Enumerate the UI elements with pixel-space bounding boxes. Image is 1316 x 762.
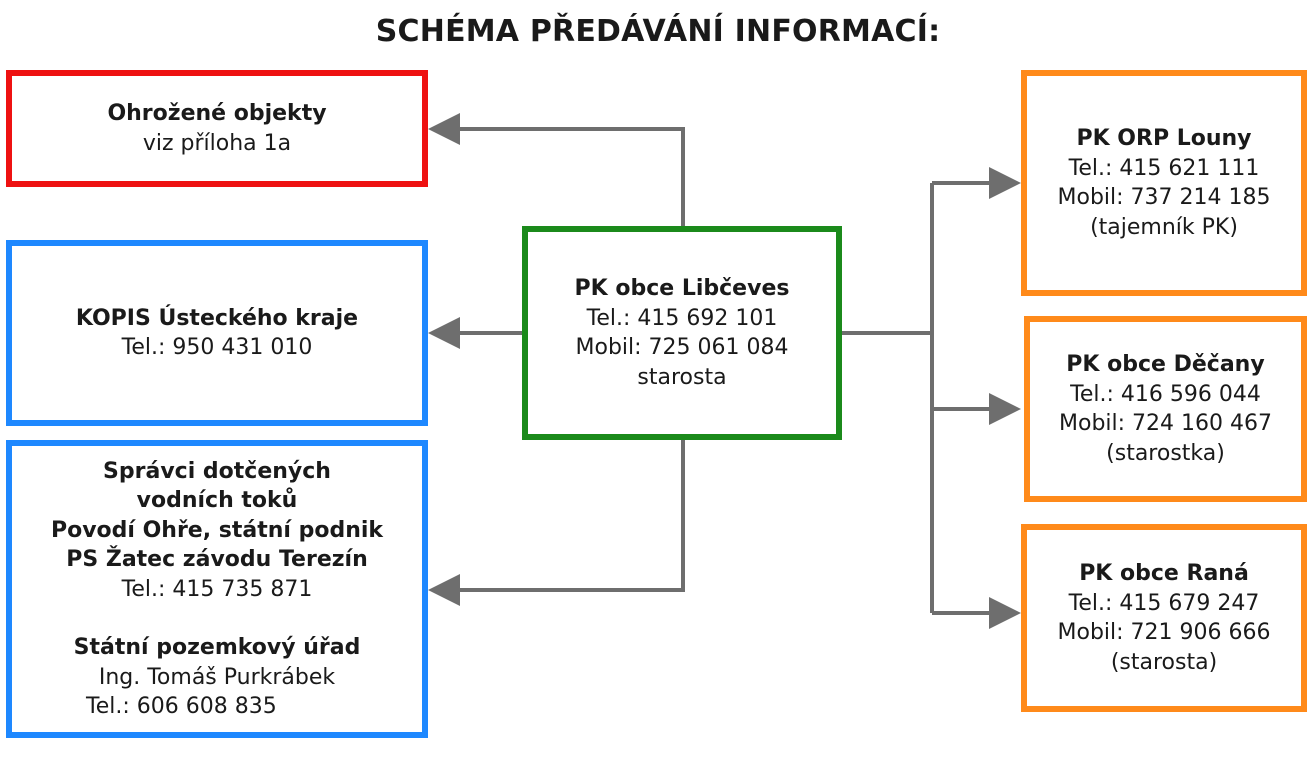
- center-mobil: Mobil: 725 061 084: [575, 335, 789, 360]
- orp-louny-tel: Tel.: 415 621 111: [1068, 155, 1260, 181]
- managers-line4: PS Žatec závodu Terezín: [66, 547, 368, 572]
- rana-tel: Tel.: 415 679 247: [1068, 590, 1260, 616]
- managers-line2: vodních toků: [136, 488, 298, 513]
- arrow-to-threatened: [428, 113, 685, 228]
- decany-title: PK obce Děčany: [1066, 352, 1265, 377]
- rana-title: PK obce Raná: [1079, 561, 1249, 586]
- water-managers-box: Správci dotčených vodních toků Povodí Oh…: [6, 440, 428, 738]
- threatened-objects-title: Ohrožené objekty: [107, 101, 327, 126]
- orp-louny-title: PK ORP Louny: [1076, 126, 1252, 151]
- land-office-person: Ing. Tomáš Purkrábek: [98, 664, 336, 690]
- rana-role: (starosta): [1110, 649, 1218, 675]
- decany-tel: Tel.: 416 596 044: [1070, 381, 1261, 407]
- decany-mobil: Mobil: 724 160 467: [1059, 411, 1272, 436]
- decany-box: PK obce Děčany Tel.: 416 596 044 Mobil: …: [1024, 316, 1307, 502]
- land-office-title: Státní pozemkový úřad: [73, 635, 361, 660]
- kopis-tel: Tel.: 950 431 010: [121, 335, 313, 360]
- managers-line3: Povodí Ohře, státní podnik: [50, 517, 384, 543]
- rana-mobil: Mobil: 721 906 666: [1057, 620, 1271, 645]
- center-box: PK obce Libčeves Tel.: 415 692 101 Mobil…: [522, 226, 842, 440]
- kopis-box: KOPIS Ústeckého kraje Tel.: 950 431 010: [6, 240, 428, 426]
- rana-box: PK obce Raná Tel.: 415 679 247 Mobil: 72…: [1021, 524, 1307, 712]
- center-tel: Tel.: 415 692 101: [586, 305, 778, 331]
- decany-role: (starostka): [1106, 440, 1225, 466]
- land-office-tel: Tel.: 606 608 835: [86, 694, 277, 719]
- orp-louny-box: PK ORP Louny Tel.: 415 621 111 Mobil: 73…: [1021, 70, 1307, 296]
- orp-louny-role: (tajemník PK): [1090, 214, 1238, 240]
- center-role: starosta: [637, 364, 727, 390]
- center-title: PK obce Libčeves: [574, 276, 790, 301]
- diagram-title: SCHÉMA PŘEDÁVÁNÍ INFORMACÍ:: [375, 14, 941, 49]
- arrow-to-managers: [428, 438, 685, 606]
- threatened-objects-box: Ohrožené objekty viz příloha 1a: [6, 70, 428, 187]
- orp-louny-mobil: Mobil: 737 214 185: [1057, 185, 1271, 210]
- threatened-objects-note: viz příloha 1a: [142, 130, 292, 156]
- managers-line1: Správci dotčených: [103, 458, 331, 484]
- managers-tel: Tel.: 415 735 871: [121, 576, 313, 602]
- kopis-title: KOPIS Ústeckého kraje: [75, 305, 359, 331]
